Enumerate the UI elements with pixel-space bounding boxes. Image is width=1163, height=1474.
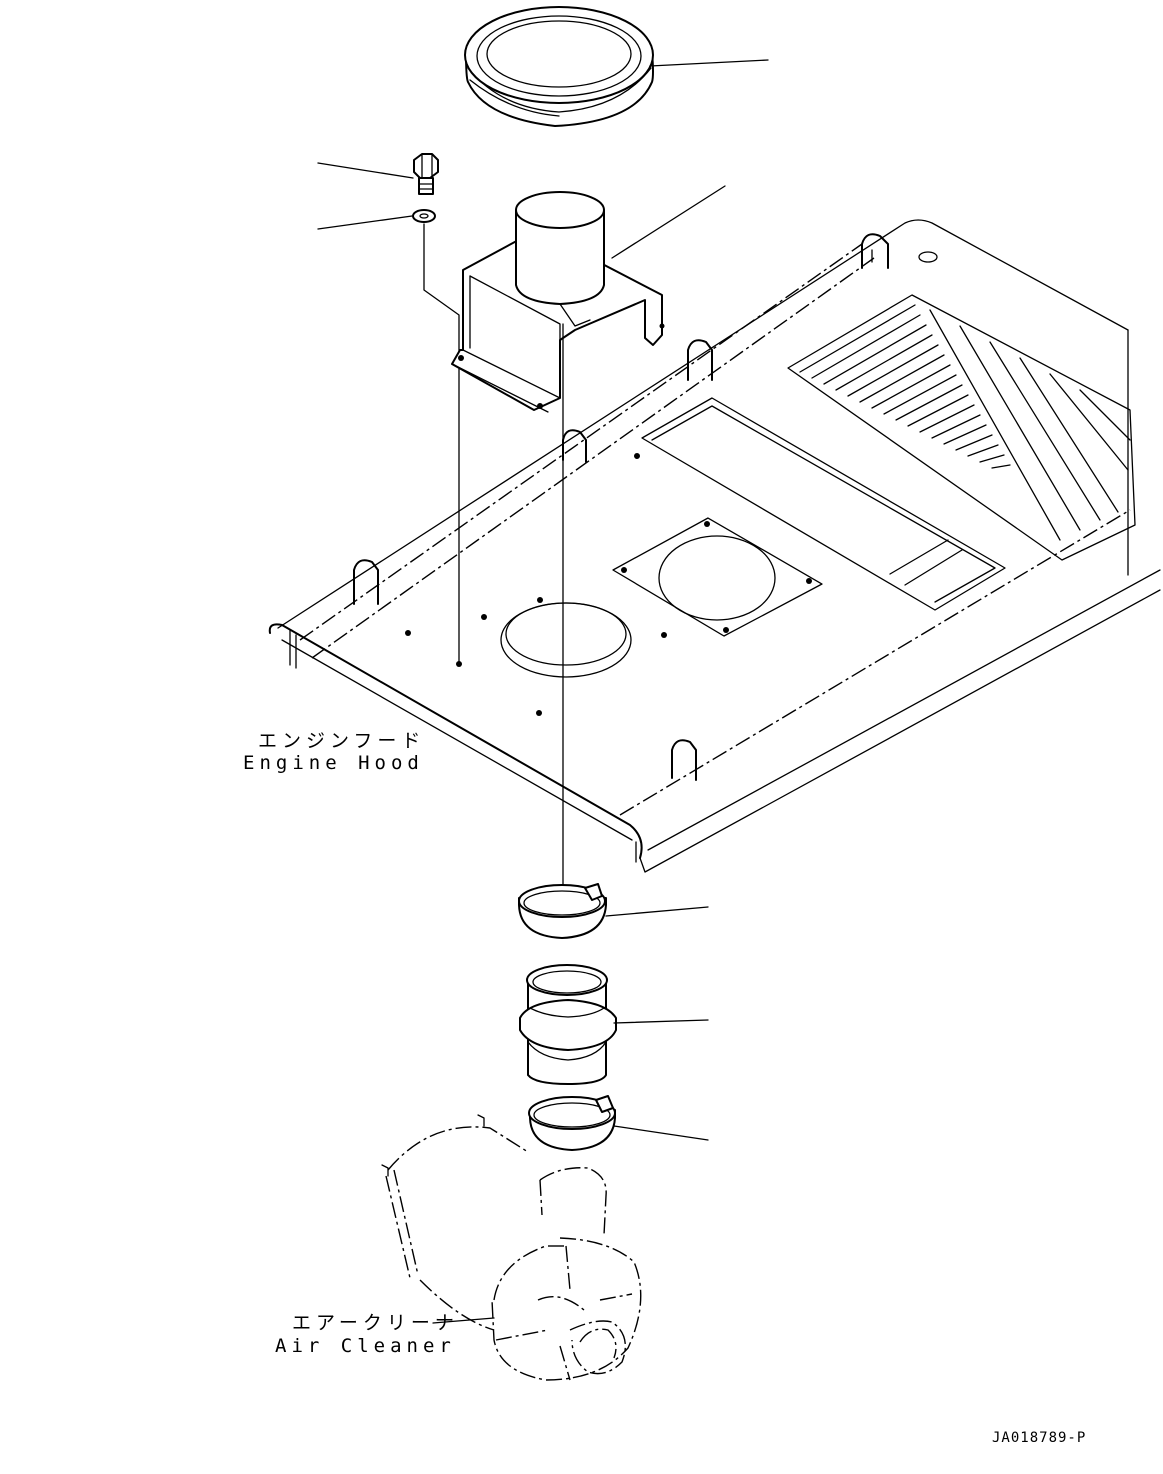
hood-recess — [641, 397, 1006, 611]
assembly-line — [423, 223, 460, 663]
leader-line — [605, 906, 709, 917]
hose-clamp-upper — [518, 883, 607, 939]
leader-line — [611, 185, 726, 259]
bolt — [413, 153, 439, 195]
washer — [412, 209, 436, 223]
engine-hood-label-en: Engine Hood — [243, 752, 424, 774]
hood-handrail — [353, 233, 889, 781]
leader-line — [613, 1019, 709, 1024]
hood-grille — [787, 294, 1136, 561]
air-cleaner-label-en: Air Cleaner — [275, 1335, 456, 1357]
rain-cap — [464, 6, 654, 127]
engine-hood-label-ja: エンジンフード — [258, 730, 426, 752]
leader-line — [317, 162, 414, 179]
hood-flange-opening — [612, 517, 823, 637]
drawing-number: JA018789-P — [992, 1430, 1087, 1446]
hood-round-opening — [500, 602, 632, 678]
connecting-hose — [519, 964, 617, 1085]
pipe-bracket — [451, 191, 665, 413]
engine-hood — [268, 219, 1161, 873]
leader-line — [432, 1317, 495, 1324]
hose-clamp-lower — [528, 1095, 616, 1151]
leader-line — [649, 59, 769, 67]
leader-line — [317, 215, 413, 230]
leader-line — [613, 1125, 709, 1141]
air-cleaner — [381, 1114, 642, 1381]
air-cleaner-label-ja: エアークリーナ — [292, 1312, 459, 1334]
